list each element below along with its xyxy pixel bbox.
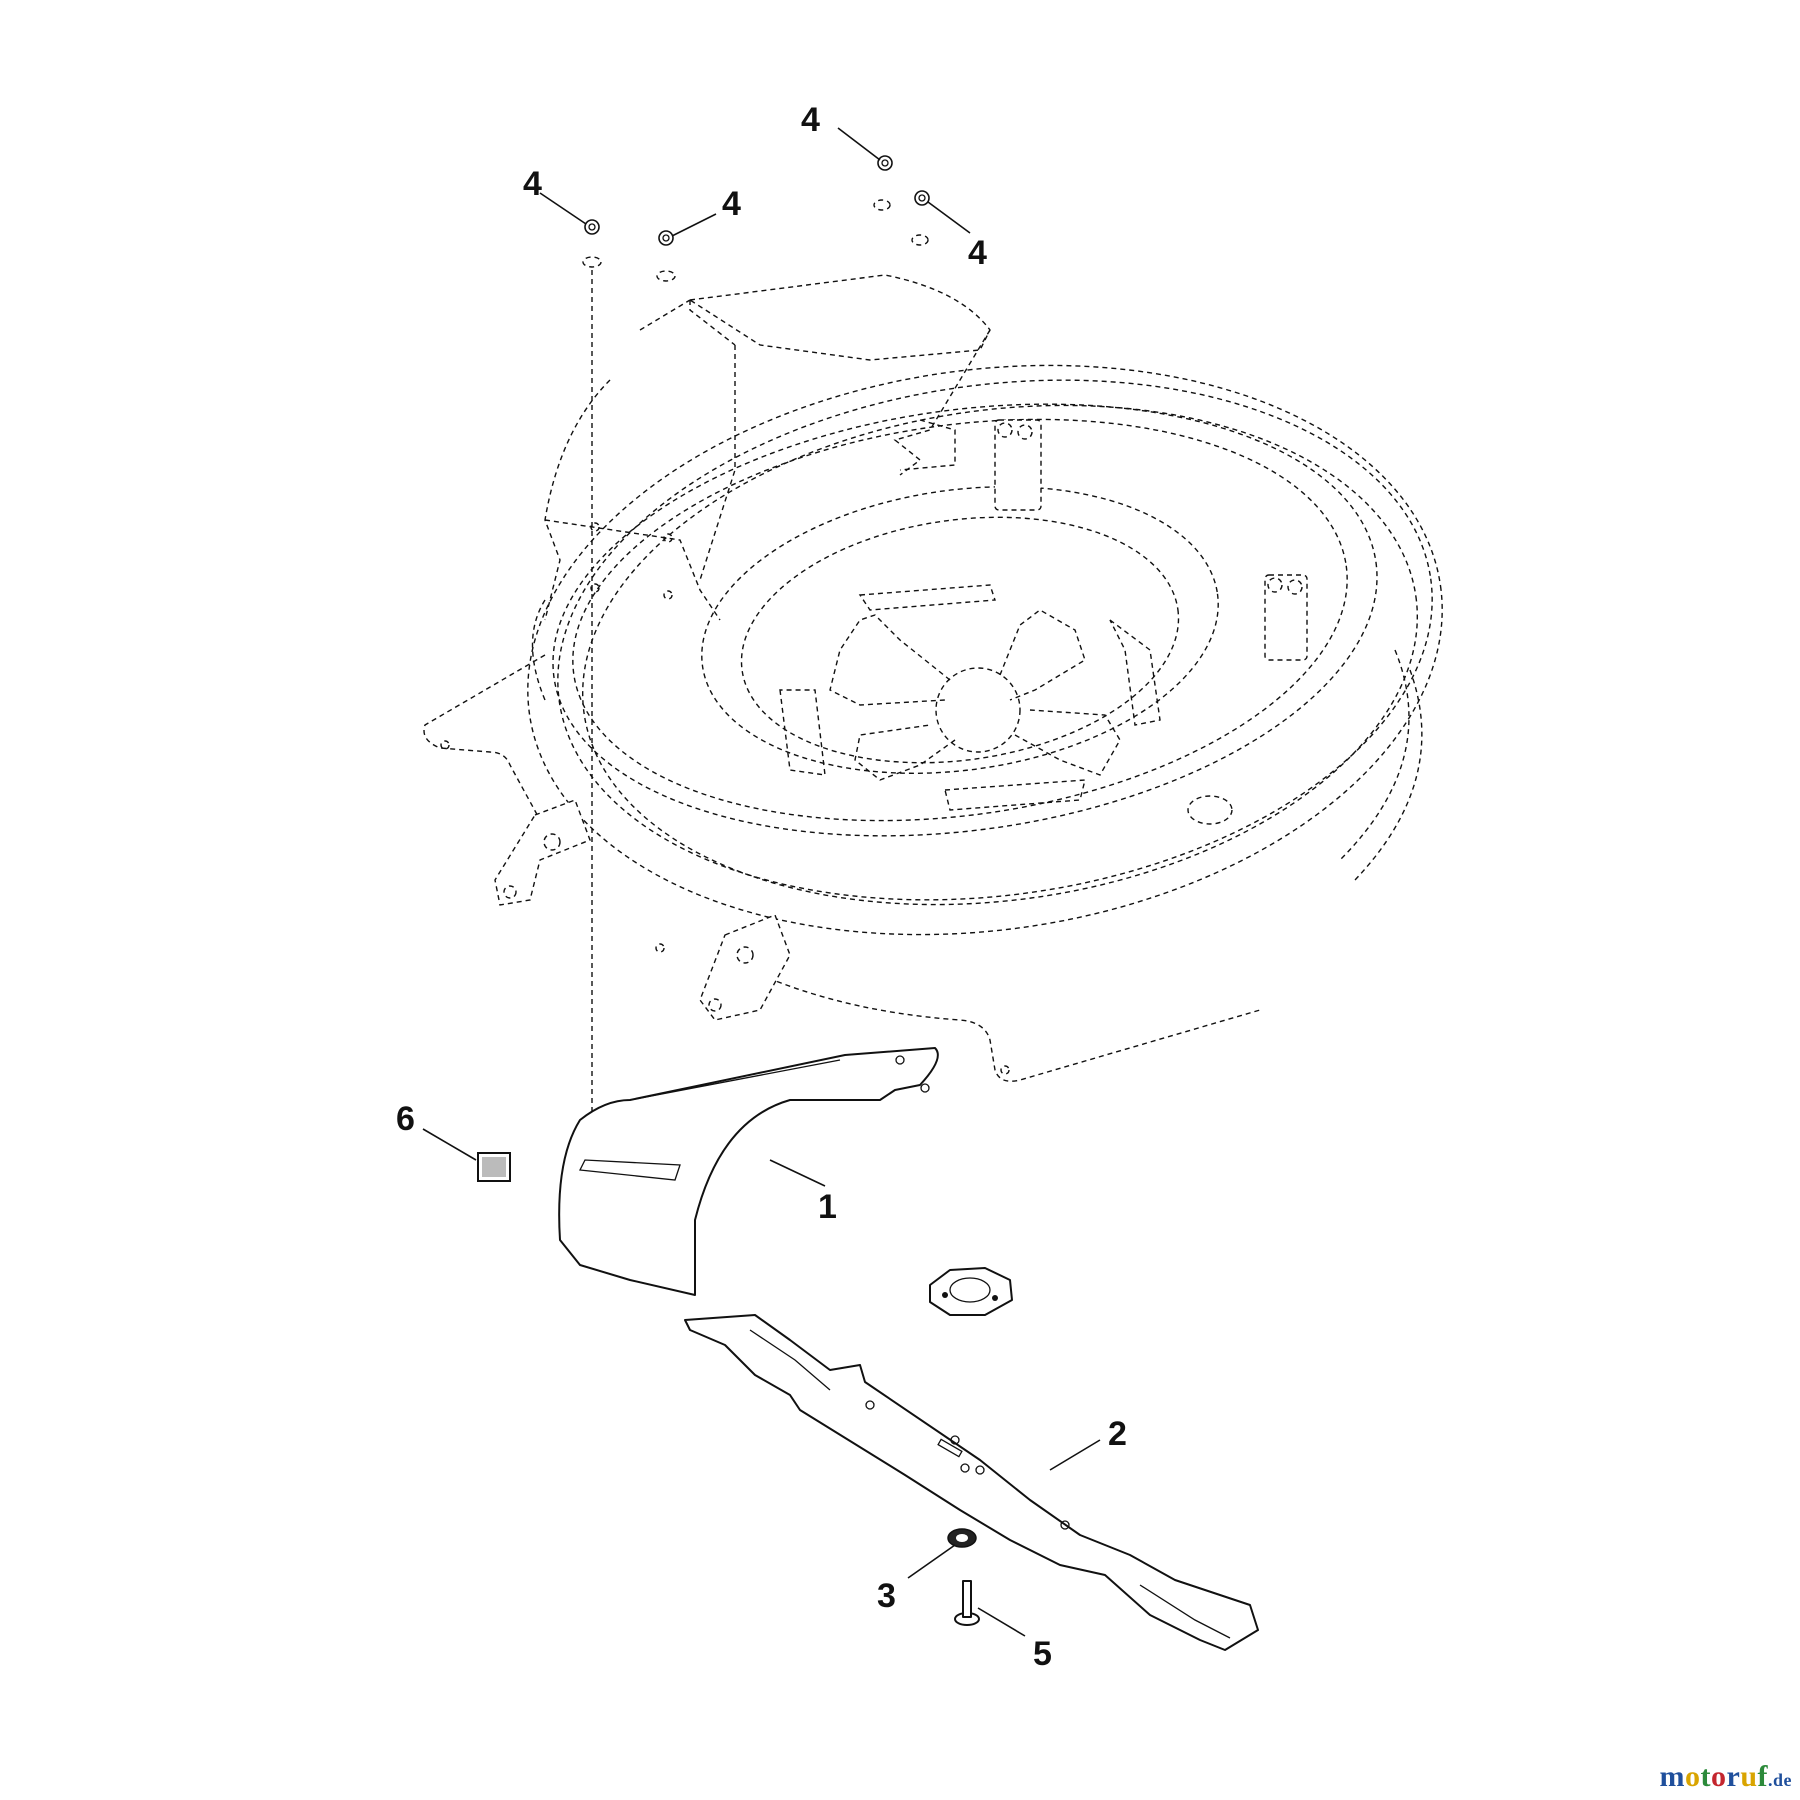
spindle-spider <box>779 584 1161 811</box>
watermark-letter: r <box>1726 1760 1741 1793</box>
mower-deck <box>423 274 1443 1082</box>
callout-4-top: 4 <box>801 101 820 139</box>
washer-part-icon <box>947 1528 977 1548</box>
bolt-part-icon <box>954 1580 980 1626</box>
discharge-chute <box>544 274 991 621</box>
deck-bracket-front <box>699 914 791 1021</box>
callout-6: 6 <box>396 1100 415 1138</box>
callout-1: 1 <box>818 1188 837 1226</box>
nut-b-icon <box>656 230 676 282</box>
callout-4-center: 4 <box>722 185 741 223</box>
nut-c-icon <box>873 155 893 211</box>
callout-4-right: 4 <box>968 234 987 272</box>
nut-d-icon <box>911 190 930 246</box>
label-sticker-icon <box>477 1152 511 1182</box>
callout-5: 5 <box>1033 1635 1052 1673</box>
watermark-letter: f <box>1757 1760 1768 1793</box>
blade-hub-icon <box>929 1267 1013 1316</box>
deck-bracket-left <box>494 799 591 906</box>
callout-4-left: 4 <box>523 165 542 203</box>
callout-2: 2 <box>1108 1415 1127 1453</box>
watermark-letter: u <box>1740 1760 1758 1793</box>
callout-3: 3 <box>877 1577 896 1615</box>
motoruf-watermark-logo: motoruf.de <box>1659 1760 1792 1794</box>
watermark-letter: o <box>1710 1760 1727 1793</box>
deck-bracket-rear <box>994 419 1042 511</box>
callout-labels: 4 4 4 4 1 2 3 5 6 <box>396 101 1127 1673</box>
nut-a-icon <box>582 219 602 268</box>
deflector-part-icon <box>558 1047 939 1296</box>
watermark-letter: t <box>1700 1760 1711 1793</box>
watermark-text: motoruf <box>1659 1760 1768 1793</box>
blade-part-icon <box>684 1314 1259 1651</box>
leader-lines <box>422 127 1101 1637</box>
watermark-suffix: .de <box>1768 1770 1792 1790</box>
deck-bracket-right <box>1264 574 1308 661</box>
watermark-letter: m <box>1659 1760 1685 1793</box>
watermark-letter: o <box>1684 1760 1701 1793</box>
